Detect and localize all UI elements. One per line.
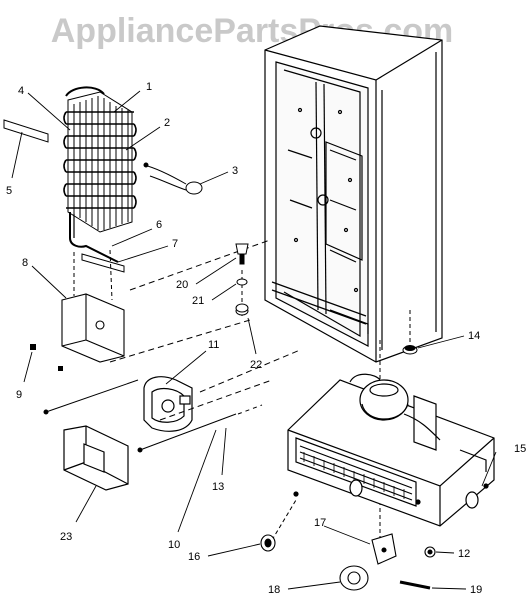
drain-pan — [63, 425, 129, 491]
callout-21: 21 — [192, 295, 204, 307]
machine-compartment — [287, 373, 495, 527]
callout-14: 14 — [468, 330, 480, 342]
callout-1: 1 — [146, 81, 152, 93]
callout-19: 19 — [470, 584, 482, 596]
callout-11: 11 — [208, 339, 219, 351]
callout-22: 22 — [250, 359, 262, 371]
drain-trough — [61, 293, 125, 363]
callout-13: 13 — [212, 481, 224, 493]
callout-9: 9 — [16, 389, 22, 401]
screws — [30, 344, 63, 371]
leveling-pad — [402, 345, 418, 355]
callout-3: 3 — [232, 165, 238, 177]
evaporator-coil — [63, 86, 137, 273]
callout-5: 5 — [6, 185, 12, 197]
callout-10: 10 — [168, 539, 180, 551]
valve-parts — [235, 243, 249, 316]
leader-lines — [11, 90, 497, 590]
callout-7: 7 — [172, 238, 178, 250]
callout-12: 12 — [458, 548, 470, 560]
callout-20: 20 — [176, 279, 188, 291]
callout-15: 15 — [514, 443, 526, 455]
callout-2: 2 — [164, 117, 170, 129]
callout-8: 8 — [22, 257, 28, 269]
callout-17: 17 — [314, 517, 326, 529]
callout-23: 23 — [60, 531, 72, 543]
callout-6: 6 — [156, 219, 162, 231]
cabinet — [264, 25, 443, 363]
foam-strip — [3, 119, 49, 143]
defrost-sensor — [143, 162, 203, 195]
callouts: 1 2 3 4 5 6 7 8 9 10 11 12 13 14 15 16 1… — [6, 81, 526, 596]
condenser-fan-shroud — [143, 376, 193, 432]
roller — [260, 534, 276, 552]
callout-4: 4 — [18, 85, 24, 97]
callout-16: 16 — [188, 551, 200, 563]
roller-assembly — [339, 533, 436, 591]
callout-18: 18 — [268, 584, 280, 596]
